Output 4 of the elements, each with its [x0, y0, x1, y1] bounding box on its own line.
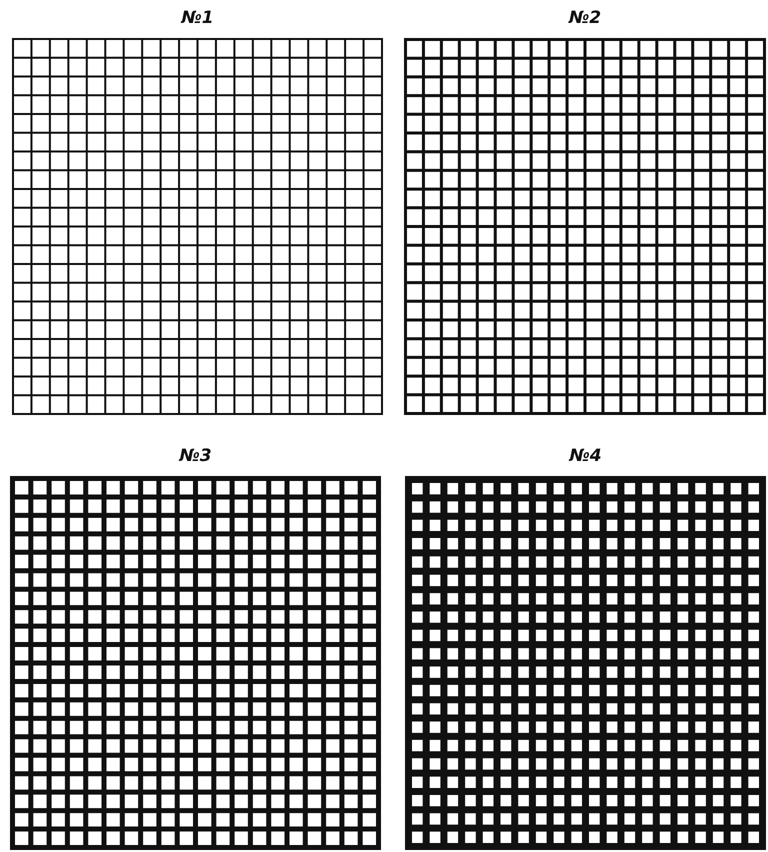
- grid-heading: №1: [181, 8, 214, 28]
- grid-heading: №4: [569, 446, 602, 466]
- grid-heading: №3: [179, 446, 212, 466]
- grid-heading: №2: [568, 8, 602, 28]
